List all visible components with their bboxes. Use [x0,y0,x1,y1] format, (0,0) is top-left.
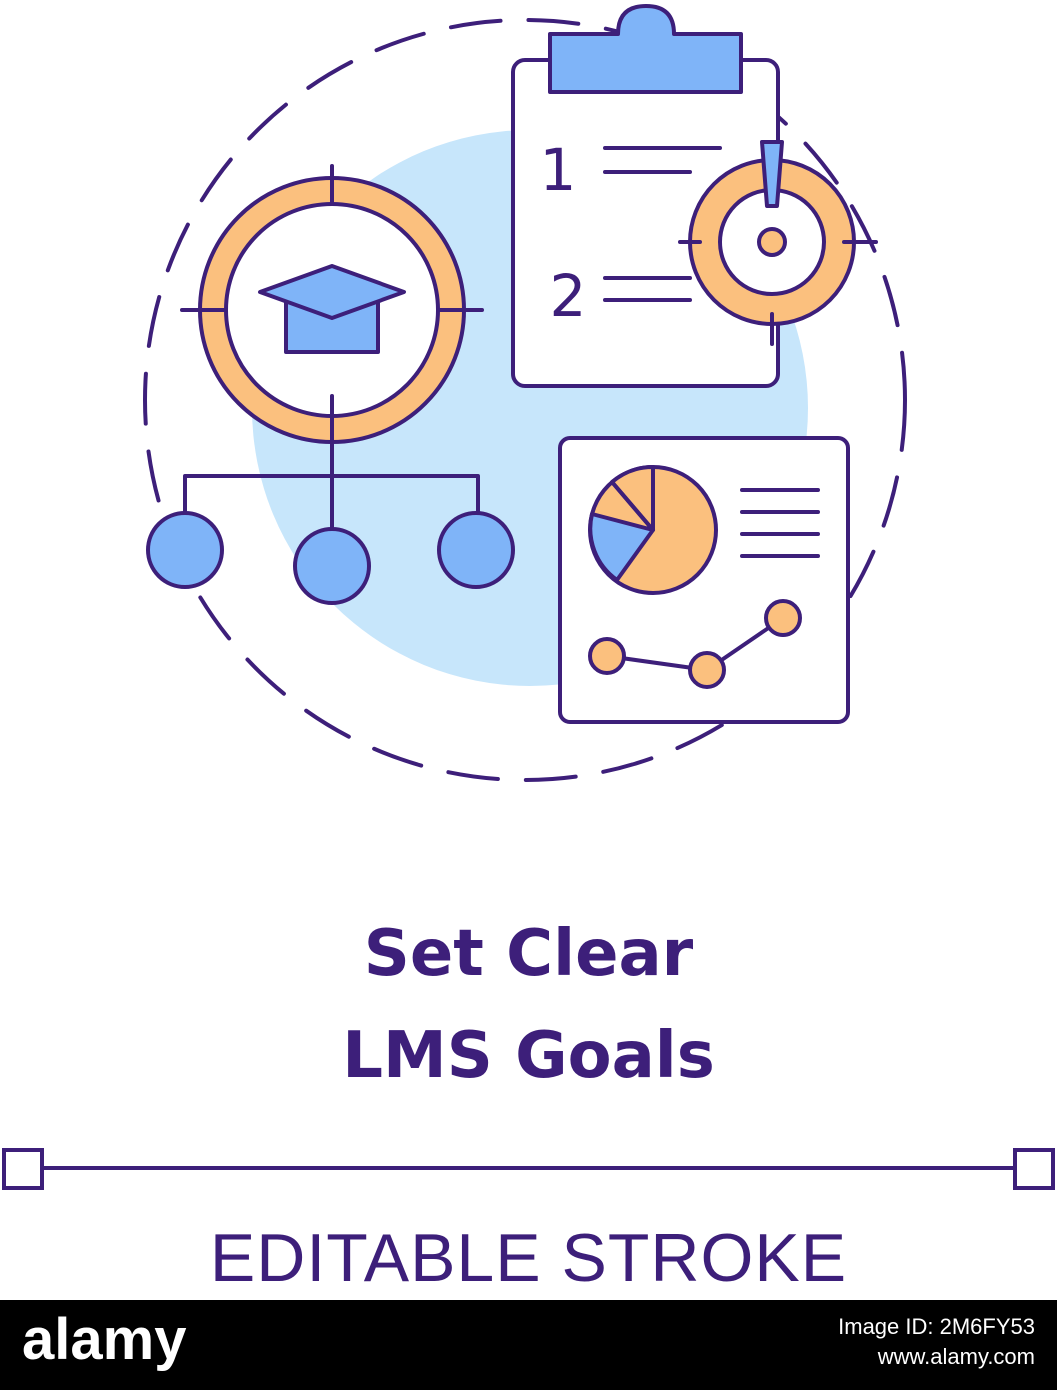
title-line-1: Set Clear [363,917,694,991]
footer-site-url: www.alamy.com [877,1344,1035,1369]
lms-goals-illustration: 1 2 [2,4,1055,1190]
footer-bar [0,1300,1057,1390]
footer-image-info: Image ID: 2M6FY53 www.alamy.com [838,1312,1035,1372]
org-chart-icon [146,442,515,605]
clipboard-item-1-number: 1 [540,136,577,204]
footer-image-id: Image ID: 2M6FY53 [838,1314,1035,1339]
clipboard-list-icon: 1 2 [511,4,780,388]
editable-stroke-caption: EDITABLE STROKE [209,1220,848,1296]
pie-chart-report-icon [558,436,850,724]
dashed-ring [143,18,907,782]
warning-target-icon [678,140,878,346]
footer-logo: alamy [22,1307,187,1372]
line-graph-icon [588,599,802,689]
title-line-2: LMS Goals [342,1019,715,1093]
clipboard-item-2-number: 2 [550,262,587,330]
graduation-cap-target-icon [180,164,484,444]
editable-stroke-bar [2,1148,1055,1190]
